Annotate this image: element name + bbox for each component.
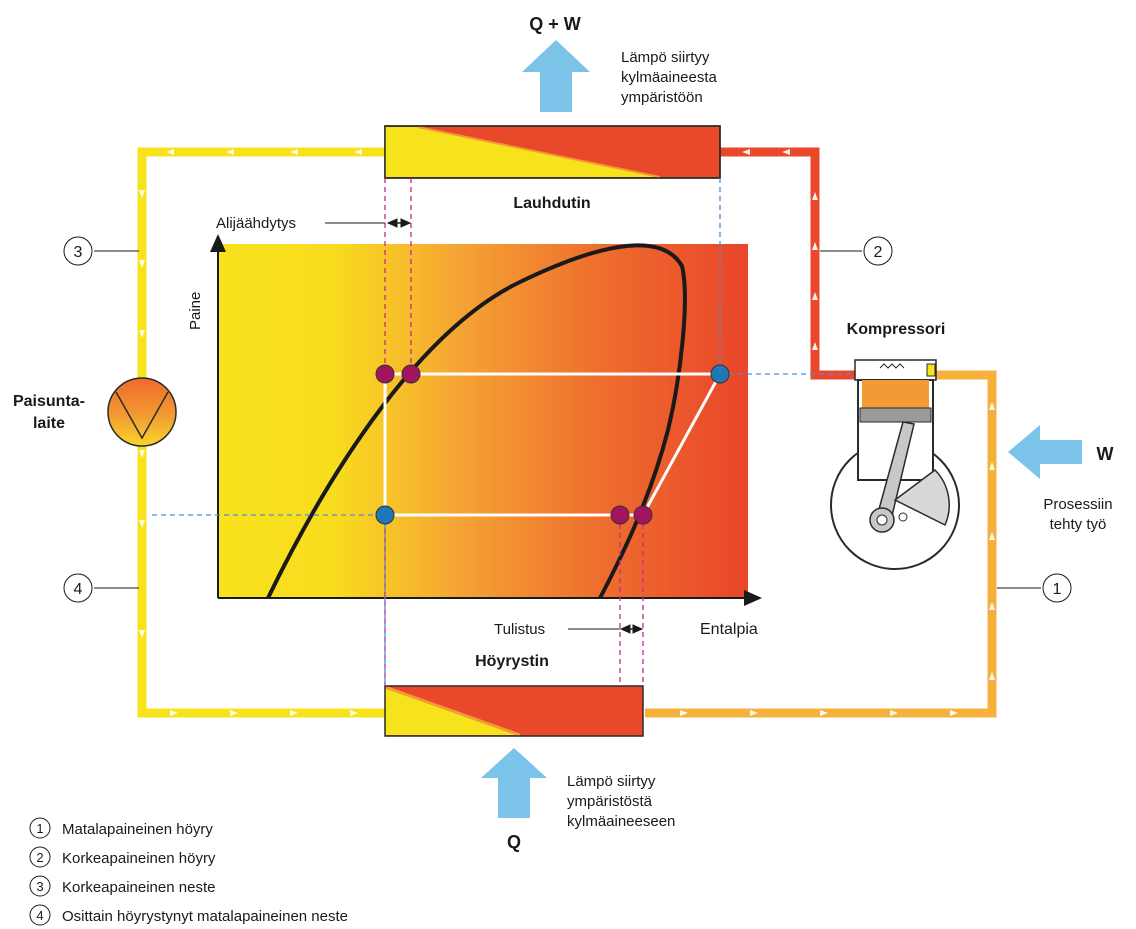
evaporator: [384, 685, 644, 737]
x-axis-label: Entalpia: [700, 621, 758, 638]
heat-out-arrow: [522, 40, 590, 112]
legend: 1 Matalapaineinen höyry 2 Korkeapaineine…: [29, 817, 348, 926]
heat-out-desc-2: kylmäaineesta: [621, 69, 718, 86]
state-point-magenta: [633, 505, 653, 525]
y-axis-label: Paine: [187, 292, 204, 330]
state-point-magenta: [401, 364, 421, 384]
heat-in-arrow: [481, 748, 547, 818]
marker-4: 4: [63, 573, 139, 603]
svg-text:Korkeapaineinen neste: Korkeapaineinen neste: [62, 879, 215, 896]
condenser-label: Lauhdutin: [513, 195, 590, 212]
state-point-blue: [375, 505, 395, 525]
work-in-desc-2: tehty työ: [1050, 516, 1107, 533]
heat-in-desc-1: Lämpö siirtyy: [567, 773, 656, 790]
expansion-valve-label-1: Paisunta-: [13, 393, 85, 410]
superheat-label: Tulistus: [494, 621, 545, 638]
heat-out-label: Q + W: [529, 14, 581, 34]
legend-item: 3 Korkeapaineinen neste: [29, 875, 215, 897]
work-in-desc-1: Prosessiin: [1043, 496, 1112, 513]
legend-item: 1 Matalapaineinen höyry: [29, 817, 213, 839]
subcooling-label: Alijäähdytys: [216, 215, 296, 232]
svg-text:4: 4: [36, 908, 43, 923]
heat-out-desc-1: Lämpö siirtyy: [621, 49, 710, 66]
legend-item: 2 Korkeapaineinen höyry: [29, 846, 216, 868]
compressor: [830, 359, 960, 570]
state-point-magenta: [375, 364, 395, 384]
work-in-label: W: [1097, 444, 1114, 464]
suction-line: [645, 370, 997, 718]
condenser: [384, 125, 721, 179]
svg-text:Osittain höyrystynyt matalapai: Osittain höyrystynyt matalapaineinen nes…: [62, 908, 348, 925]
discharge-line: [720, 147, 860, 380]
saturation-dome: [266, 243, 687, 599]
heat-in-desc-3: kylmäaineeseen: [567, 813, 675, 830]
svg-text:Matalapaineinen höyry: Matalapaineinen höyry: [62, 821, 213, 838]
svg-text:4: 4: [74, 581, 83, 598]
compressor-label: Kompressori: [847, 321, 946, 338]
marker-3: 3: [63, 236, 139, 266]
heat-in-desc-2: ympäristöstä: [567, 793, 653, 810]
evaporator-label: Höyrystin: [475, 653, 549, 670]
state-point-blue: [710, 364, 730, 384]
svg-text:2: 2: [36, 850, 43, 865]
work-in-arrow: [1008, 425, 1082, 479]
svg-text:1: 1: [1053, 581, 1062, 598]
legend-item: 4 Osittain höyrystynyt matalapaineinen n…: [29, 904, 348, 926]
state-point-magenta: [610, 505, 630, 525]
svg-text:Korkeapaineinen höyry: Korkeapaineinen höyry: [62, 850, 216, 867]
expansion-valve: [107, 377, 177, 447]
svg-text:2: 2: [874, 244, 883, 261]
marker-1: 1: [997, 573, 1072, 603]
svg-text:3: 3: [74, 244, 83, 261]
svg-text:1: 1: [36, 821, 43, 836]
heat-in-label: Q: [507, 832, 521, 852]
expansion-valve-label-2: laite: [33, 415, 65, 432]
marker-2: 2: [820, 236, 893, 266]
svg-text:3: 3: [36, 879, 43, 894]
heat-out-desc-3: ympäristöön: [621, 89, 703, 106]
